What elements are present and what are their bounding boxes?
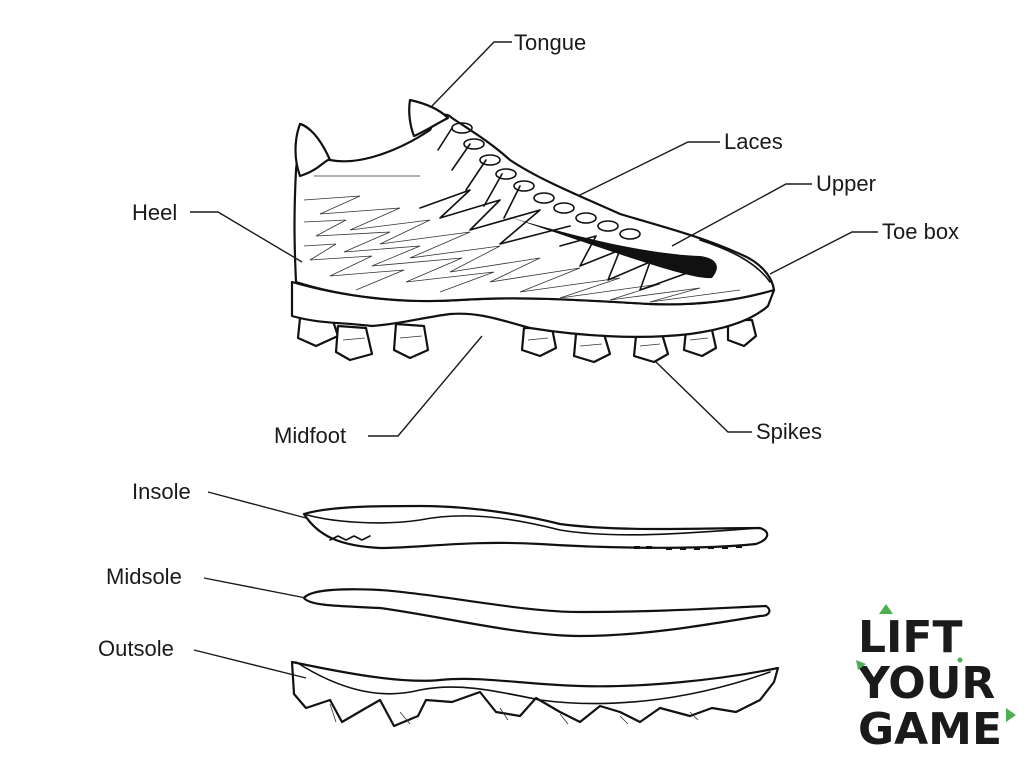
logo-line-2: YOUR: [857, 658, 995, 709]
cleat-heel-tab: [294, 122, 332, 178]
dot-icon: [957, 657, 963, 663]
arrow-up-icon: [879, 604, 893, 614]
leader-toe-box: [769, 231, 878, 275]
leader-outsole: [193, 649, 307, 679]
leader-lines: [190, 41, 878, 679]
outsole-illustration: [290, 660, 780, 728]
cleat-studs: [296, 316, 758, 364]
label-insole: Insole: [132, 479, 191, 504]
cleat-laces: [437, 122, 641, 240]
logo-line-1: LIFT: [858, 612, 962, 663]
leader-heel: [190, 211, 303, 263]
leader-midfoot: [368, 335, 483, 437]
logo-line-3: GAME: [858, 704, 1002, 755]
cleat-illustration: [290, 98, 776, 364]
label-midfoot: Midfoot: [274, 423, 346, 448]
logo-arrow-icons: [856, 604, 1016, 722]
label-toe-box: Toe box: [882, 219, 959, 244]
label-laces: Laces: [724, 129, 783, 154]
leader-upper: [671, 183, 812, 247]
insole-illustration: [302, 504, 769, 550]
label-upper: Upper: [816, 171, 876, 196]
upper-zigzag-pattern: [303, 189, 741, 303]
leader-laces: [577, 141, 720, 197]
label-outsole: Outsole: [98, 636, 174, 661]
leader-insole: [207, 491, 307, 519]
arrow-up-left-icon: [856, 660, 866, 670]
label-tongue: Tongue: [514, 30, 586, 55]
label-heel: Heel: [132, 200, 177, 225]
leader-tongue: [431, 41, 512, 107]
lift-your-game-logo: LIFT YOUR GAME: [856, 604, 1016, 755]
leader-midsole: [203, 577, 307, 599]
arrow-right-icon: [1006, 708, 1016, 722]
label-spikes: Spikes: [756, 419, 822, 444]
midsole-illustration: [302, 588, 771, 638]
part-labels: Tongue Laces Upper Heel Toe box Midfoot …: [98, 30, 959, 661]
label-midsole: Midsole: [106, 564, 182, 589]
swoosh-logo: [506, 216, 717, 279]
leader-spikes: [655, 361, 752, 433]
cleat-tongue: [408, 98, 450, 138]
